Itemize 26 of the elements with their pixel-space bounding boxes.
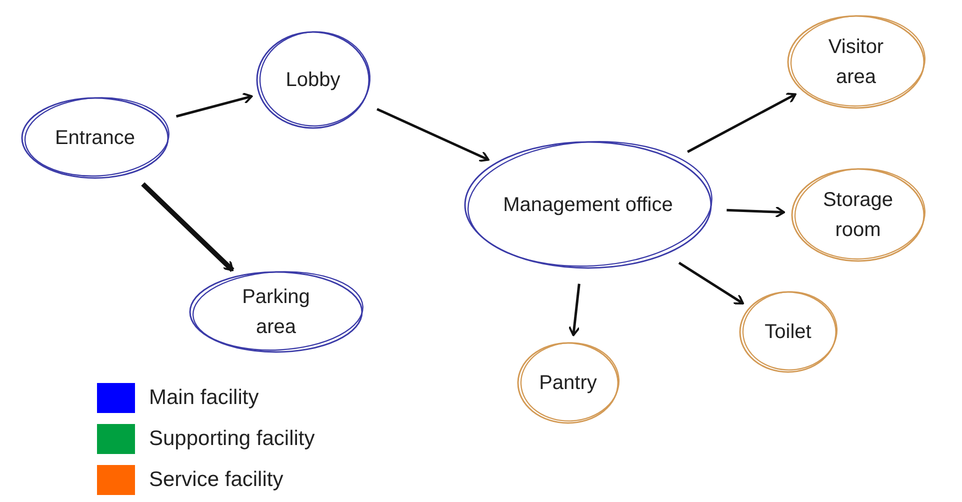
arrow [141, 182, 234, 272]
legend-label: Service facility [149, 468, 284, 492]
node-label: Lobby [286, 68, 340, 93]
arrow [568, 284, 580, 336]
arrow [687, 92, 796, 153]
arrow [726, 206, 786, 218]
facility-ellipse [20, 96, 170, 180]
node-label: Parking area [241, 285, 311, 340]
node-label: Toilet [764, 320, 812, 345]
facility-ellipse [786, 14, 926, 110]
node-label: Entrance [54, 126, 136, 151]
facility-ellipse [790, 167, 926, 263]
node-label: Pantry [539, 371, 597, 396]
node-label: Storage room [822, 188, 894, 243]
node-label: Management office [503, 193, 673, 218]
facility-ellipse [463, 140, 713, 270]
arrow [376, 108, 490, 162]
node-label: Visitor area [827, 35, 885, 90]
facility-ellipse [188, 270, 364, 354]
facility-ellipse [738, 290, 838, 374]
facility-ellipse [516, 341, 620, 425]
legend-label: Main facility [149, 386, 259, 410]
arrow [678, 262, 744, 305]
facility-ellipse [255, 30, 371, 130]
legend-label: Supporting facility [149, 427, 315, 451]
arrow [176, 92, 253, 118]
